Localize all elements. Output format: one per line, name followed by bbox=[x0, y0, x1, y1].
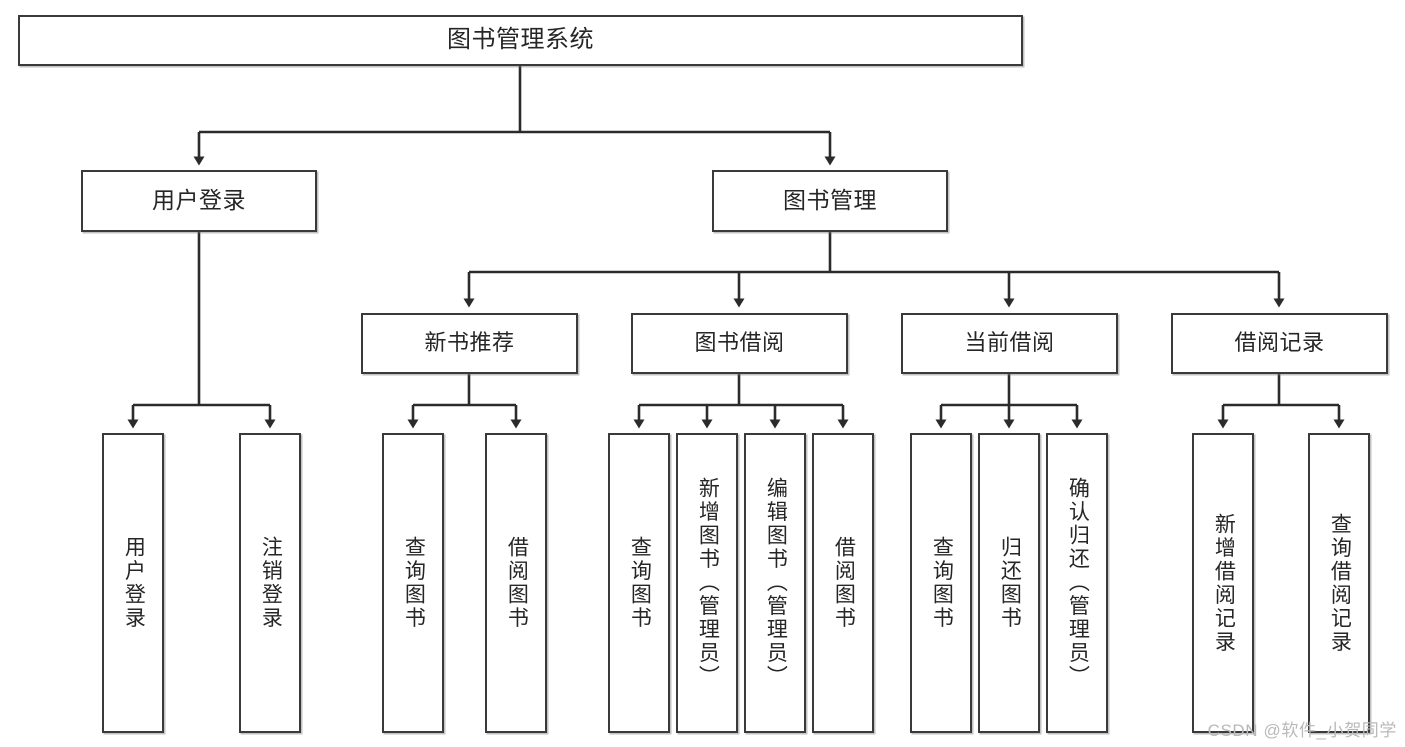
leaf-current-borrow-confirm-return-admin[interactable]: 确认归还（管理员） bbox=[1046, 433, 1108, 733]
node-label: 用户登录 bbox=[122, 536, 146, 630]
node-user-login[interactable]: 用户登录 bbox=[81, 170, 317, 232]
leaf-book-borrow-add-book-admin[interactable]: 新增图书（管理员） bbox=[676, 433, 738, 733]
leaf-borrow-records-add-record[interactable]: 新增借阅记录 bbox=[1192, 433, 1254, 733]
leaf-new-book-borrow-book[interactable]: 借阅图书 bbox=[485, 433, 547, 733]
node-root-book-management-system[interactable]: 图书管理系统 bbox=[18, 15, 1023, 66]
node-label: 注销登录 bbox=[259, 536, 283, 630]
node-borrow-records[interactable]: 借阅记录 bbox=[1171, 313, 1388, 374]
node-label: 编辑图书（管理员） bbox=[764, 477, 788, 689]
node-label: 借阅图书 bbox=[832, 536, 856, 630]
node-label: 用户登录 bbox=[152, 187, 246, 214]
node-current-borrow[interactable]: 当前借阅 bbox=[901, 313, 1118, 374]
node-label: 查询图书 bbox=[930, 536, 954, 630]
node-book-management[interactable]: 图书管理 bbox=[712, 170, 948, 232]
node-label: 图书借阅 bbox=[694, 330, 785, 356]
node-new-book-recommend[interactable]: 新书推荐 bbox=[361, 313, 578, 374]
node-label: 查询图书 bbox=[402, 536, 426, 630]
node-label: 归还图书 bbox=[998, 536, 1022, 630]
leaf-book-borrow-borrow-book[interactable]: 借阅图书 bbox=[812, 433, 874, 733]
leaf-book-borrow-query-book[interactable]: 查询图书 bbox=[608, 433, 670, 733]
leaf-user-login-login[interactable]: 用户登录 bbox=[102, 433, 164, 733]
leaf-current-borrow-return-book[interactable]: 归还图书 bbox=[978, 433, 1040, 733]
leaf-new-book-query-book[interactable]: 查询图书 bbox=[382, 433, 444, 733]
node-label: 新增图书（管理员） bbox=[696, 477, 720, 689]
node-book-borrow[interactable]: 图书借阅 bbox=[631, 313, 848, 374]
node-label: 新增借阅记录 bbox=[1212, 512, 1236, 654]
node-label: 借阅记录 bbox=[1234, 330, 1325, 356]
watermark-text: CSDN @软件_小贺同学 bbox=[1207, 721, 1397, 740]
node-label: 查询借阅记录 bbox=[1328, 512, 1352, 654]
node-label: 确认归还（管理员） bbox=[1066, 477, 1090, 689]
node-label: 新书推荐 bbox=[424, 330, 515, 356]
node-label: 当前借阅 bbox=[964, 330, 1055, 356]
node-label: 借阅图书 bbox=[505, 536, 529, 630]
leaf-borrow-records-query-record[interactable]: 查询借阅记录 bbox=[1308, 433, 1370, 733]
node-label: 图书管理 bbox=[783, 187, 877, 214]
leaf-book-borrow-edit-book-admin[interactable]: 编辑图书（管理员） bbox=[744, 433, 806, 733]
node-label: 图书管理系统 bbox=[447, 26, 594, 54]
leaf-current-borrow-query-book[interactable]: 查询图书 bbox=[910, 433, 972, 733]
leaf-user-login-logout[interactable]: 注销登录 bbox=[239, 433, 301, 733]
node-label: 查询图书 bbox=[628, 536, 652, 630]
